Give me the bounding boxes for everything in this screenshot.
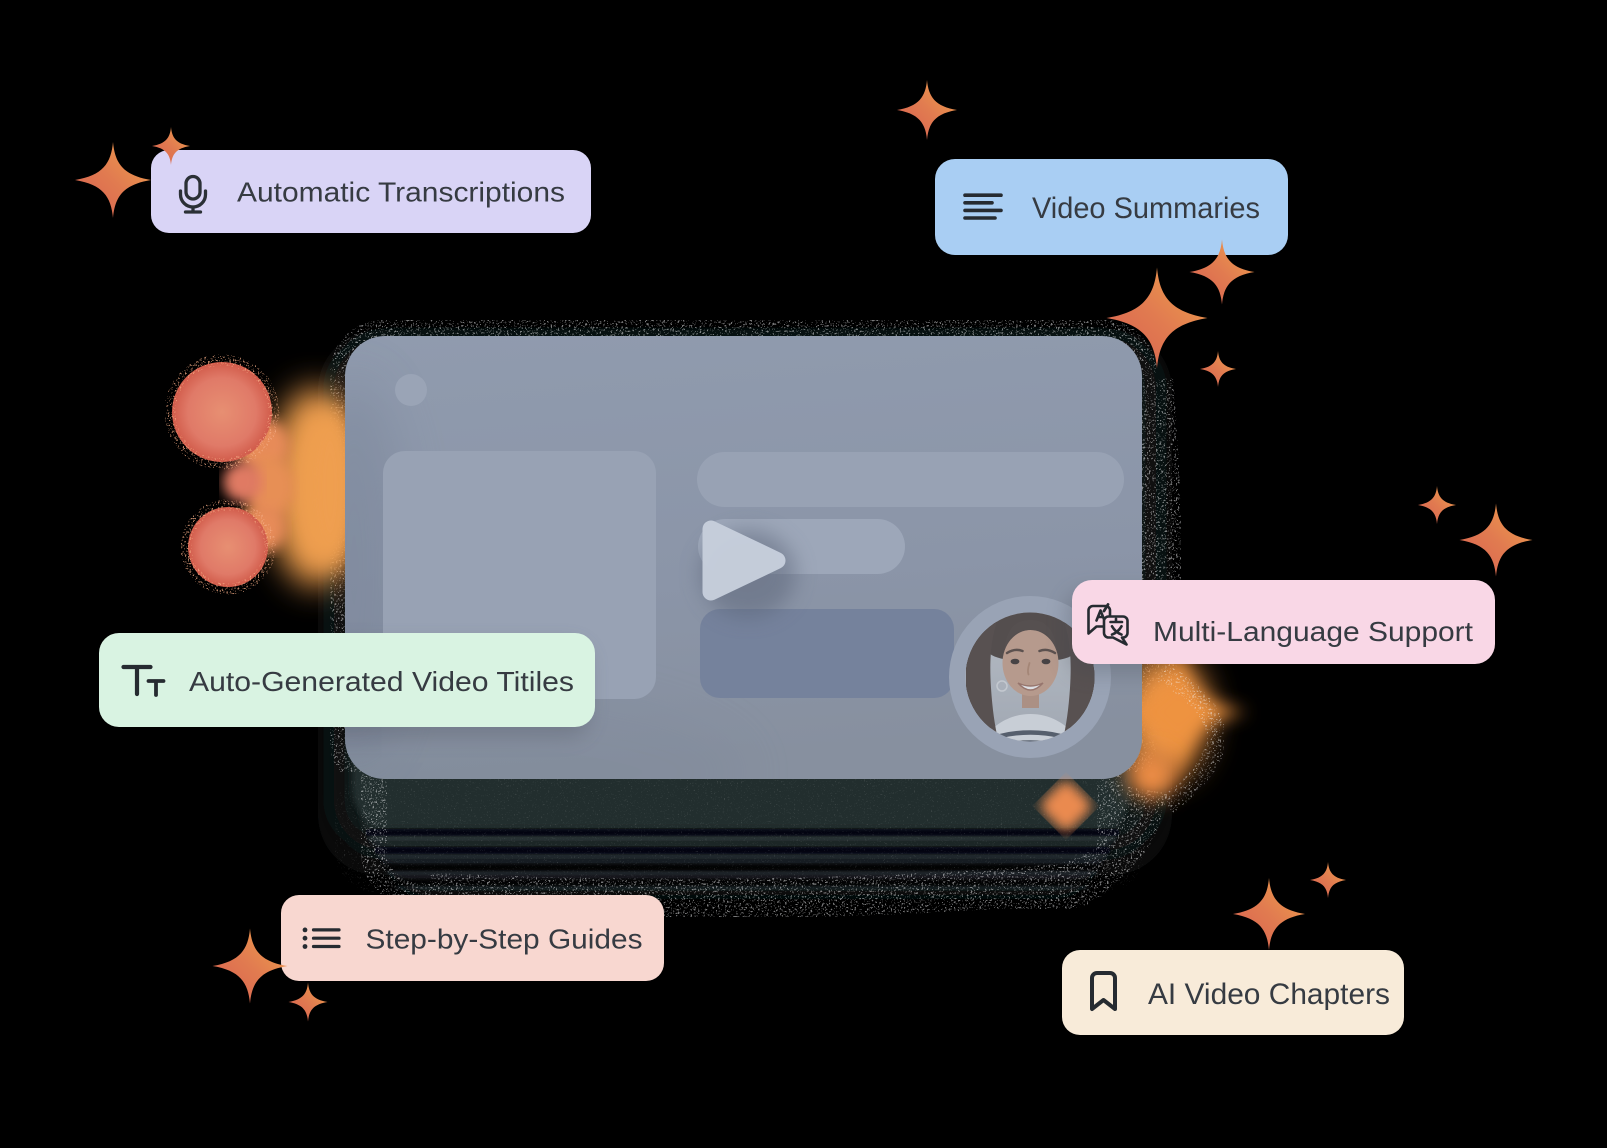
svg-text:Multi-Language Support: Multi-Language Support (1153, 616, 1473, 647)
svg-text:Video Summaries: Video Summaries (1032, 192, 1260, 225)
svg-text:AI Video Chapters: AI Video Chapters (1148, 978, 1390, 1011)
svg-text:Auto-Generated Video Titiles: Auto-Generated Video Titiles (189, 666, 574, 697)
svg-text:Automatic Transcriptions: Automatic Transcriptions (237, 177, 565, 208)
svg-text:Step-by-Step Guides: Step-by-Step Guides (366, 924, 643, 955)
